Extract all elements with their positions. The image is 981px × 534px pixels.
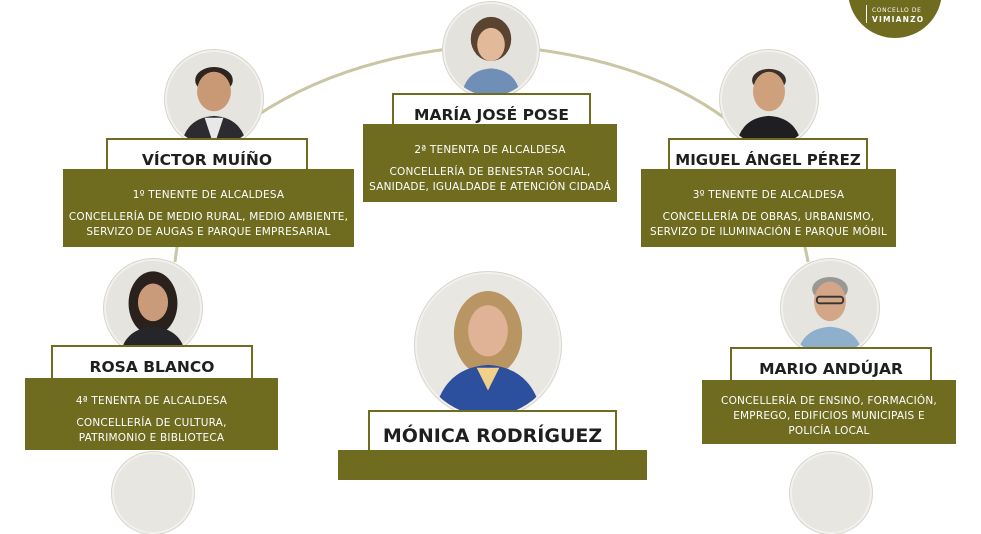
portrait-monica-rodriguez — [415, 272, 561, 418]
duty-line: PATRIMONIO E BIBLIOTECA — [78, 432, 225, 444]
portrait-victor-muino — [165, 50, 263, 148]
duty-line: CONCELLERÍA DE MEDIO RURAL, MEDIO AMBIEN… — [68, 211, 349, 223]
portrait-miguel-angel-perez — [720, 50, 818, 148]
duty-line: CONCELLERÍA DE BENESTAR SOCIAL, — [389, 166, 591, 178]
portrait-maria-jose-pose — [443, 2, 539, 98]
duty-line: SERVIZO DE ILUMINACIÓN E PARQUE MÓBIL — [649, 226, 888, 238]
duty-line: CONCELLERÍA DE CULTURA, — [76, 417, 227, 429]
card-maria-jose-pose: 2ª TENENTA DE ALCALDESA CONCELLERÍA DE B… — [363, 124, 617, 202]
duty-line: EMPREGO, EDIFICIOS MUNICIPAIS E — [733, 409, 925, 422]
duty-line: POLICÍA LOCAL — [788, 424, 870, 437]
role-rosa-blanco: 4ª TENENTA DE ALCALDESA — [75, 395, 228, 407]
duty-line: SERVIZO DE AUGAS E PARQUE EMPRESARIAL — [86, 226, 331, 238]
duty-line: CONCELLERÍA DE ENSINO, FORMACIÓN, — [721, 394, 937, 407]
logo-divider — [866, 5, 867, 23]
card-miguel-angel-perez: 3º TENENTE DE ALCALDESA CONCELLERÍA DE O… — [641, 169, 896, 247]
logo-line-2: VIMIANZO — [872, 15, 925, 24]
logo-line-1: CONCELLO DE — [872, 7, 922, 14]
card-mario-andujar: CONCELLERÍA DE ENSINO, FORMACIÓN, EMPREG… — [702, 380, 956, 444]
duty-line: SANIDADE, IGUALDADE E ATENCIÓN CIDADÁ — [369, 181, 611, 193]
duty-line: CONCELLERÍA DE OBRAS, URBANISMO, — [662, 211, 875, 223]
card-monica-rodriguez — [338, 450, 647, 480]
portrait-partial-left — [112, 452, 194, 534]
portrait-partial-right — [790, 452, 872, 534]
card-rosa-blanco: 4ª TENENTA DE ALCALDESA CONCELLERÍA DE C… — [25, 378, 278, 450]
role-victor-muino: 1º TENENTE DE ALCALDESA — [132, 189, 285, 201]
role-maria-jose-pose: 2ª TENENTA DE ALCALDESA — [414, 144, 566, 156]
role-miguel-angel-perez: 3º TENENTE DE ALCALDESA — [692, 189, 845, 201]
portrait-mario-andujar — [781, 259, 879, 357]
portrait-rosa-blanco — [104, 259, 202, 357]
card-victor-muino: 1º TENENTE DE ALCALDESA CONCELLERÍA DE M… — [63, 169, 354, 247]
